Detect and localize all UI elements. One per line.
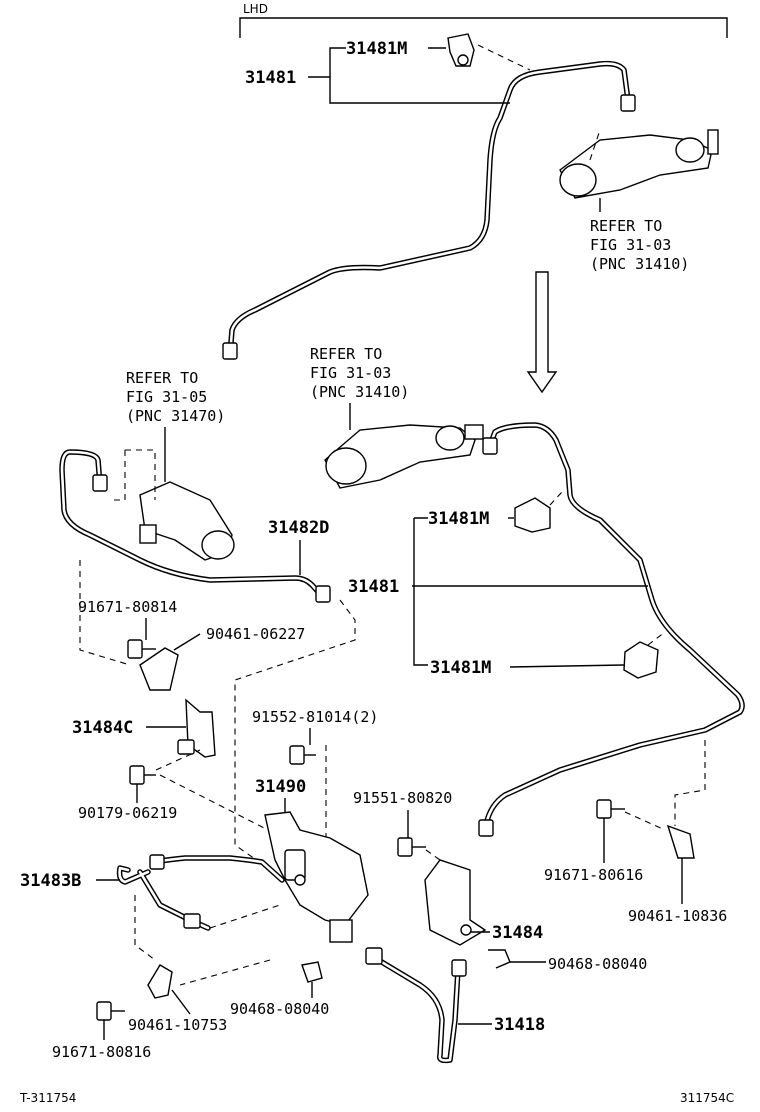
label-90468-right: 90468-08040 bbox=[548, 955, 647, 973]
ref-mid-line2: FIG 31-03 bbox=[310, 364, 391, 382]
bracket-90461-06227-icon bbox=[139, 647, 179, 691]
clip-31481m-top-icon bbox=[447, 33, 475, 67]
ref-left-line3: (PNC 31470) bbox=[126, 407, 225, 425]
ref-top-line1: REFER TO bbox=[590, 217, 662, 235]
bracket-90461-10836-icon bbox=[666, 824, 695, 859]
footer-right: 311754C bbox=[680, 1091, 734, 1105]
bolt-91671-80616-icon bbox=[596, 799, 625, 819]
label-91551: 91551-80820 bbox=[353, 789, 452, 807]
label-90179: 90179-06219 bbox=[78, 804, 177, 822]
top-pipe bbox=[222, 60, 636, 360]
bolt-91552-icon bbox=[289, 745, 316, 765]
label-31481m-mid2: 31481M bbox=[430, 658, 491, 678]
ref-mid-line1: REFER TO bbox=[310, 345, 382, 363]
ref-mid-line3: (PNC 31410) bbox=[310, 383, 409, 401]
label-90461-06227: 90461-06227 bbox=[206, 625, 305, 643]
ref-left-line1: REFER TO bbox=[126, 369, 198, 387]
clip-31481m-mid2-icon bbox=[623, 641, 659, 679]
bolt-90179-icon bbox=[129, 765, 156, 785]
label-31484c: 31484C bbox=[72, 718, 133, 738]
down-arrow-icon bbox=[526, 271, 558, 394]
label-90461-10836: 90461-10836 bbox=[628, 907, 727, 925]
clip-90468-mid-icon bbox=[301, 961, 323, 983]
clip-31481m-mid1-icon bbox=[514, 497, 551, 533]
label-31481-mid: 31481 bbox=[348, 577, 399, 597]
hose-31418 bbox=[365, 947, 467, 1064]
bolt-91551-icon bbox=[397, 837, 426, 857]
bracket-90461-10753-icon bbox=[147, 964, 173, 999]
ref-left-line2: FIG 31-05 bbox=[126, 388, 207, 406]
label-31481m-top: 31481M bbox=[346, 39, 407, 59]
pipe-31483b bbox=[116, 854, 285, 931]
label-90461-10753: 90461-10753 bbox=[128, 1016, 227, 1034]
label-31490: 31490 bbox=[255, 777, 306, 797]
bolt-91671-80814-icon bbox=[127, 639, 156, 659]
label-31481m-mid1: 31481M bbox=[428, 509, 489, 529]
label-31481-top: 31481 bbox=[245, 68, 296, 88]
ref-top-line3: (PNC 31410) bbox=[590, 255, 689, 273]
lhd-label: LHD bbox=[243, 2, 268, 16]
footer-left: T-311754 bbox=[19, 1091, 76, 1105]
ref-top-line2: FIG 31-03 bbox=[590, 236, 671, 254]
release-cylinder-left-icon bbox=[110, 449, 235, 561]
bracket-31484-icon bbox=[424, 859, 487, 946]
bracket-31490-icon bbox=[264, 811, 369, 943]
pipe-31481-mid bbox=[478, 422, 745, 837]
bolt-91671-80816-icon bbox=[96, 1001, 125, 1021]
label-31484: 31484 bbox=[492, 923, 543, 943]
bracket-31484c-icon bbox=[177, 698, 216, 758]
clip-90468-right-icon bbox=[488, 949, 511, 969]
label-91671-80816: 91671-80816 bbox=[52, 1043, 151, 1061]
master-cylinder-top-icon bbox=[559, 129, 719, 199]
label-31483b: 31483B bbox=[20, 871, 81, 891]
label-31482d: 31482D bbox=[268, 518, 329, 538]
master-cylinder-mid-icon bbox=[324, 424, 484, 489]
label-91552: 91552-81014(2) bbox=[252, 708, 378, 726]
lhd-bracket: LHD bbox=[239, 2, 728, 38]
label-90468-mid: 90468-08040 bbox=[230, 1000, 329, 1018]
label-31418: 31418 bbox=[494, 1015, 545, 1035]
label-91671-80616: 91671-80616 bbox=[544, 866, 643, 884]
pipe-31482d bbox=[59, 449, 331, 603]
label-91671-80814: 91671-80814 bbox=[78, 598, 177, 616]
